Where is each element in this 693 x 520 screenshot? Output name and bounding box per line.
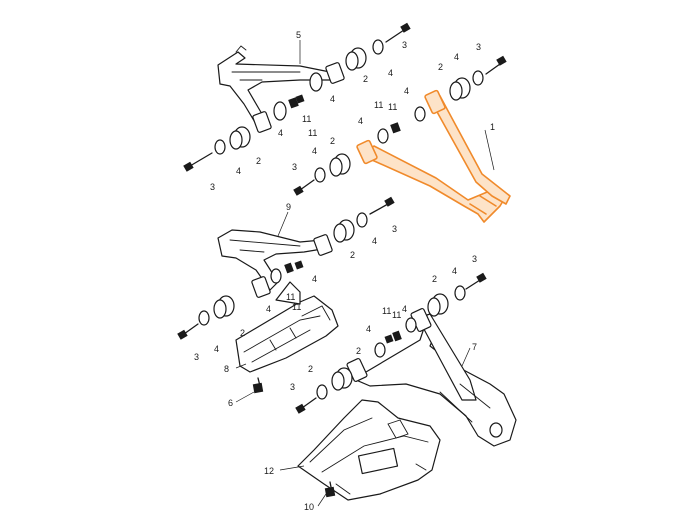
callout-2: 2 bbox=[356, 346, 361, 356]
callout-1: 1 bbox=[490, 122, 495, 132]
callout-9: 9 bbox=[286, 202, 291, 212]
leader-lines bbox=[235, 40, 495, 507]
callout-3: 3 bbox=[476, 42, 481, 52]
callout-10: 10 bbox=[304, 502, 314, 512]
callout-4: 4 bbox=[452, 266, 457, 276]
bolt-6[interactable] bbox=[252, 377, 264, 394]
callout-11: 11 bbox=[388, 102, 397, 112]
callout-4: 4 bbox=[372, 236, 377, 246]
callout-4: 4 bbox=[402, 304, 407, 314]
callout-11: 11 bbox=[382, 306, 391, 316]
callout-4: 4 bbox=[236, 166, 241, 176]
callout-3: 3 bbox=[392, 224, 397, 234]
callout-2: 2 bbox=[240, 328, 245, 338]
callout-4: 2 bbox=[308, 364, 313, 374]
callout-6: 6 bbox=[228, 398, 233, 408]
callout-11: 11 bbox=[392, 310, 401, 320]
callout-8: 8 bbox=[224, 364, 229, 374]
callout-3: 3 bbox=[402, 40, 407, 50]
callout-4: 4 bbox=[454, 52, 459, 62]
callout-11: 11 bbox=[292, 302, 301, 312]
callout-3: 3 bbox=[472, 254, 477, 264]
callout-2: 2 bbox=[432, 274, 437, 284]
callout-2: 2 bbox=[350, 250, 355, 260]
callout-4: 4 bbox=[388, 68, 393, 78]
callout-2: 2 bbox=[363, 74, 368, 84]
callout-11: 11 bbox=[374, 100, 383, 110]
guard-12[interactable] bbox=[297, 399, 441, 501]
callout-4: 4 bbox=[278, 128, 283, 138]
upper-left-hardware[interactable] bbox=[183, 94, 305, 172]
callout-4: 4 bbox=[312, 274, 317, 284]
callout-4: 4 bbox=[312, 146, 317, 156]
callout-4: 4 bbox=[404, 86, 409, 96]
callout-2: 2 bbox=[330, 136, 335, 146]
arm-1-hardware[interactable] bbox=[293, 55, 507, 196]
callout-4: 4 bbox=[366, 324, 371, 334]
callout-7: 7 bbox=[472, 342, 477, 352]
callout-4: 4 bbox=[214, 344, 219, 354]
callout-11: 11 bbox=[286, 292, 295, 302]
callout-3: 3 bbox=[290, 382, 295, 392]
front-arm-1-highlighted[interactable] bbox=[356, 89, 511, 223]
guard-8[interactable] bbox=[235, 281, 339, 373]
callout-11: 11 bbox=[302, 114, 311, 124]
rear-arm-9-hardware[interactable] bbox=[177, 196, 395, 340]
callout-4: 4 bbox=[358, 116, 363, 126]
callout-12: 12 bbox=[264, 466, 274, 476]
callout-2: 2 bbox=[438, 62, 443, 72]
callout-4: 4 bbox=[266, 304, 271, 314]
callout-4: 4 bbox=[330, 94, 335, 104]
callout-3: 3 bbox=[292, 162, 297, 172]
upper-arm-5[interactable] bbox=[217, 45, 345, 133]
rear-lower-arm-7[interactable] bbox=[346, 308, 517, 447]
callout-5: 5 bbox=[296, 30, 301, 40]
callout-11: 11 bbox=[308, 128, 317, 138]
callout-3: 3 bbox=[210, 182, 215, 192]
upper-right-hardware[interactable] bbox=[309, 22, 411, 92]
callout-labels: 5 2 4 3 4 11 11 4 2 4 3 4 3 2 1 4 11 11 … bbox=[194, 30, 495, 512]
rear-lower-arm-hardware[interactable] bbox=[295, 272, 487, 414]
rear-arm-9[interactable] bbox=[217, 229, 333, 298]
callout-2: 2 bbox=[256, 156, 261, 166]
bolt-10[interactable] bbox=[324, 481, 336, 498]
callout-3: 3 bbox=[194, 352, 199, 362]
